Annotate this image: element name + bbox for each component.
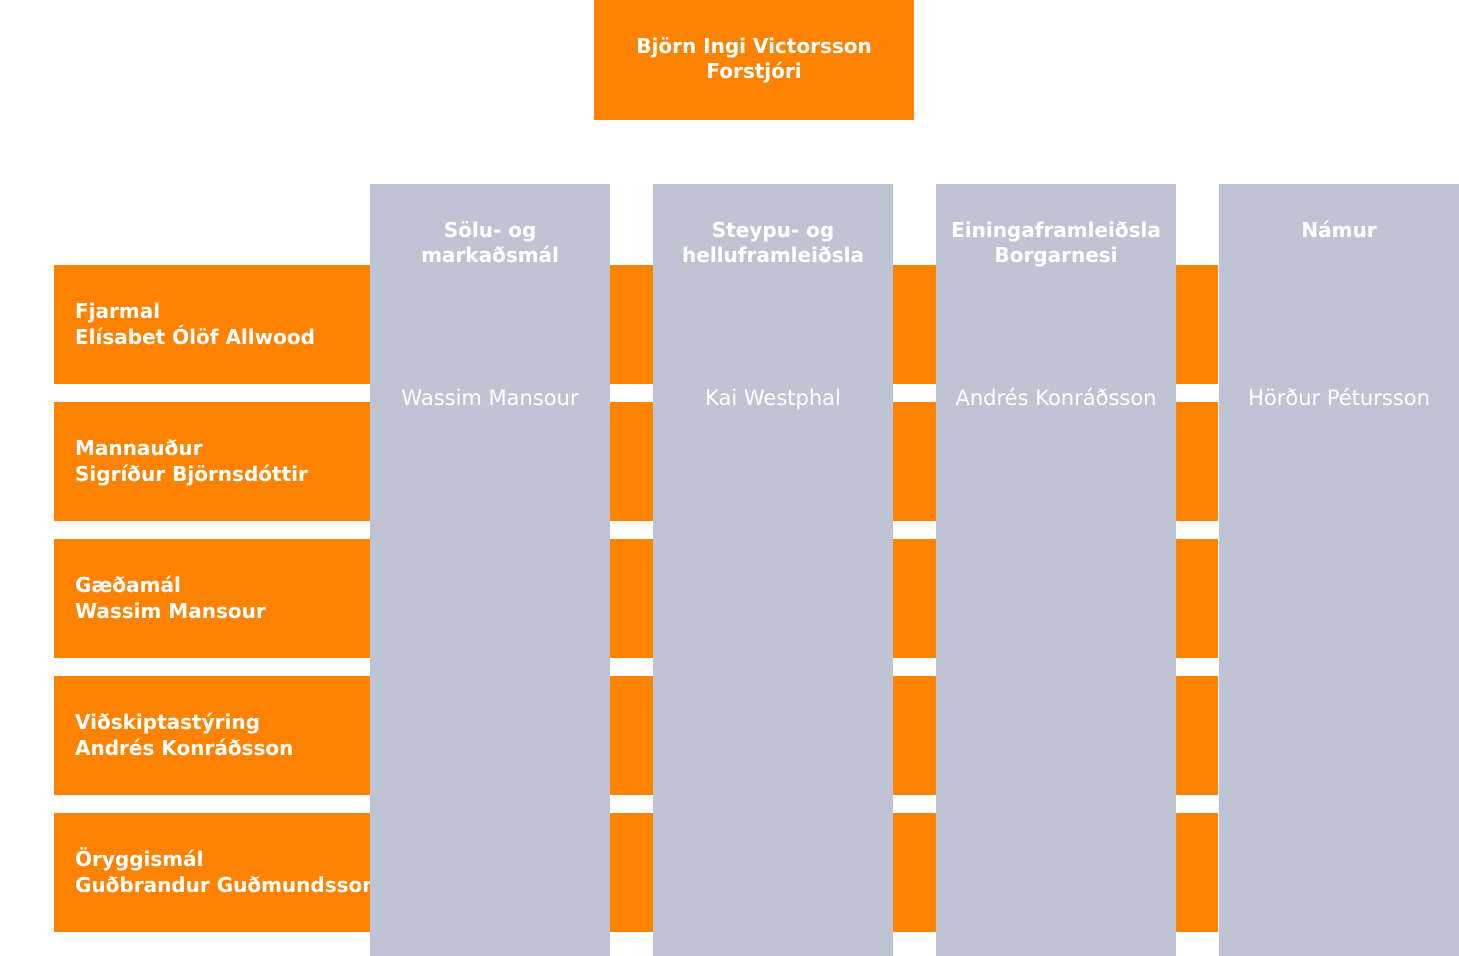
support-function-label: Fjarmal Elísabet Ólöf Allwood [75,298,315,350]
ceo-name: Björn Ingi Victorsson [636,34,872,58]
support-function-person: Andrés Konráðsson [75,736,294,760]
support-function-title: Mannauður [75,436,203,460]
support-function-title: Fjarmal [75,299,161,323]
division-head: Hörður Pétursson [1248,386,1430,410]
division-element-production: Einingaframleiðsla Borgarnesi Andrés Kon… [936,184,1176,956]
division-title: Námur [1301,218,1377,242]
support-function-label: Gæðamál Wassim Mansour [75,572,266,624]
division-quarries: Námur Hörður Pétursson [1219,184,1459,956]
support-function-title: Öryggismál [75,847,204,871]
division-title: Sölu- og markaðsmál [421,218,559,267]
support-function-label: Öryggismál Guðbrandur Guðmundsson [75,846,377,898]
division-title: Einingaframleiðsla Borgarnesi [951,218,1161,267]
support-function-person: Guðbrandur Guðmundsson [75,873,377,897]
support-function-label: Viðskiptastýring Andrés Konráðsson [75,709,293,761]
support-function-title: Gæðamál [75,573,181,597]
support-function-title: Viðskiptastýring [75,710,260,734]
division-sales-marketing: Sölu- og markaðsmál Wassim Mansour [370,184,610,956]
support-function-label: Mannauður Sigríður Björnsdóttir [75,435,308,487]
division-head: Wassim Mansour [401,386,579,410]
support-function-person: Wassim Mansour [75,599,266,623]
division-title: Steypu- og helluframleiðsla [682,218,864,267]
ceo-box: Björn Ingi Victorsson Forstjóri [594,0,914,120]
division-head: Andrés Konráðsson [955,386,1157,410]
ceo-role: Forstjóri [706,59,802,83]
division-head: Kai Westphal [705,386,841,410]
support-function-person: Sigríður Björnsdóttir [75,462,308,486]
support-function-person: Elísabet Ólöf Allwood [75,325,315,349]
division-concrete-paving: Steypu- og helluframleiðsla Kai Westphal [653,184,893,956]
